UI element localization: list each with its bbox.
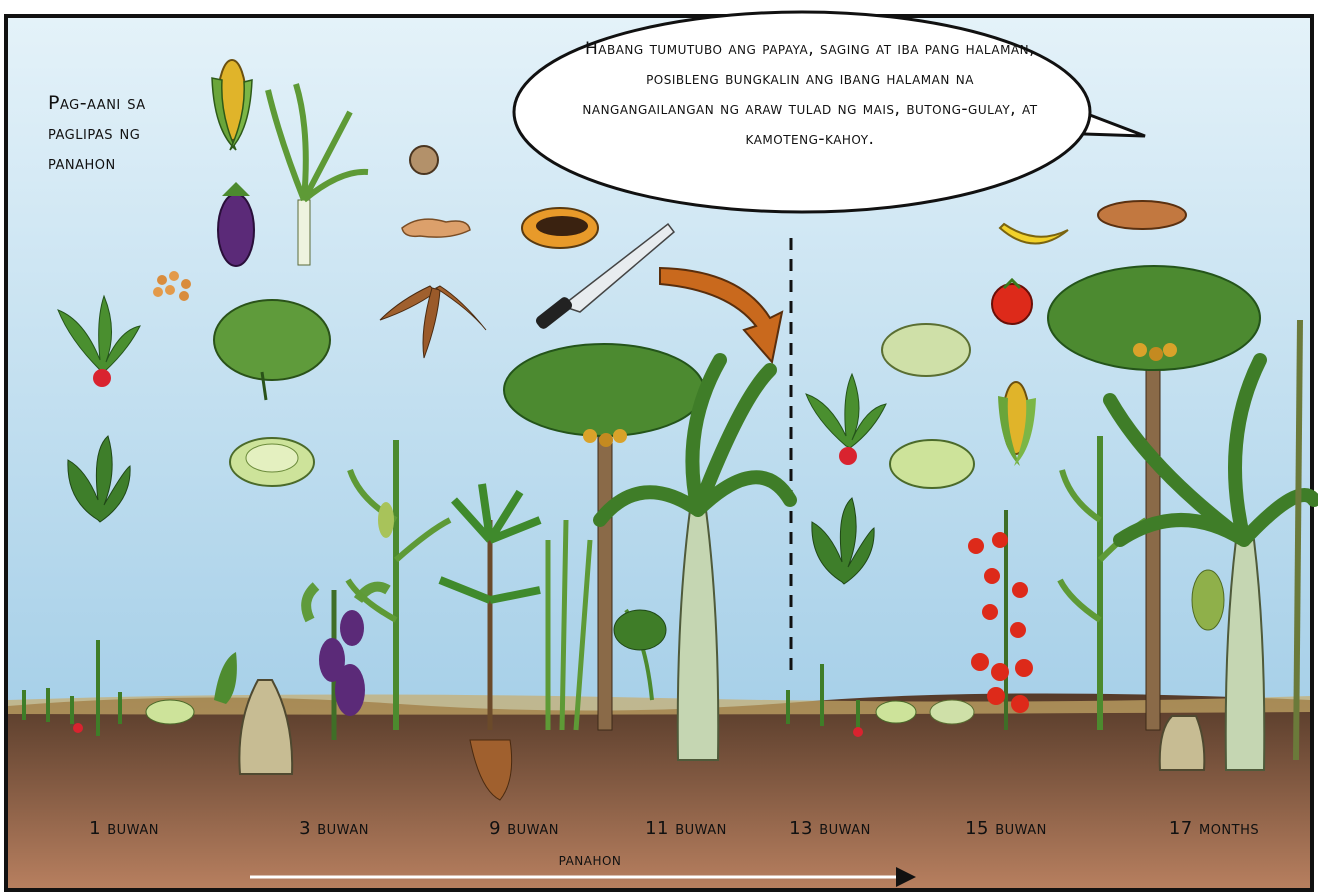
sweet-potato-icon: [1098, 201, 1186, 229]
papaya-slice-icon: [522, 208, 598, 248]
time-label-5: 13 buwan: [789, 818, 871, 839]
bamboo-edge: [1296, 320, 1300, 760]
time-label-1: 1 buwan: [89, 818, 159, 839]
time-label-6: 15 buwan: [965, 818, 1047, 839]
lettuce-icon-right: [890, 440, 974, 488]
time-label-3: 9 buwan: [489, 818, 559, 839]
time-axis-label: panahon: [559, 850, 622, 870]
time-label-2: 3 buwan: [299, 818, 369, 839]
speech-bubble-text: Habang tumutubo ang papaya, saging at ib…: [580, 34, 1040, 154]
taro-stump-right: [1160, 716, 1205, 770]
diagram-title: Pag-aani sa paglipas ng panahon: [48, 88, 208, 178]
cabbage-icon: [882, 324, 970, 376]
eggplant-icon: [218, 182, 254, 266]
soil: [8, 693, 1310, 888]
time-label-4: 11 buwan: [645, 818, 727, 839]
time-label-7: 17 months: [1169, 818, 1259, 839]
lettuce-icon: [230, 438, 314, 486]
onion-icon: [410, 146, 438, 174]
ginger-icon: [402, 219, 470, 237]
